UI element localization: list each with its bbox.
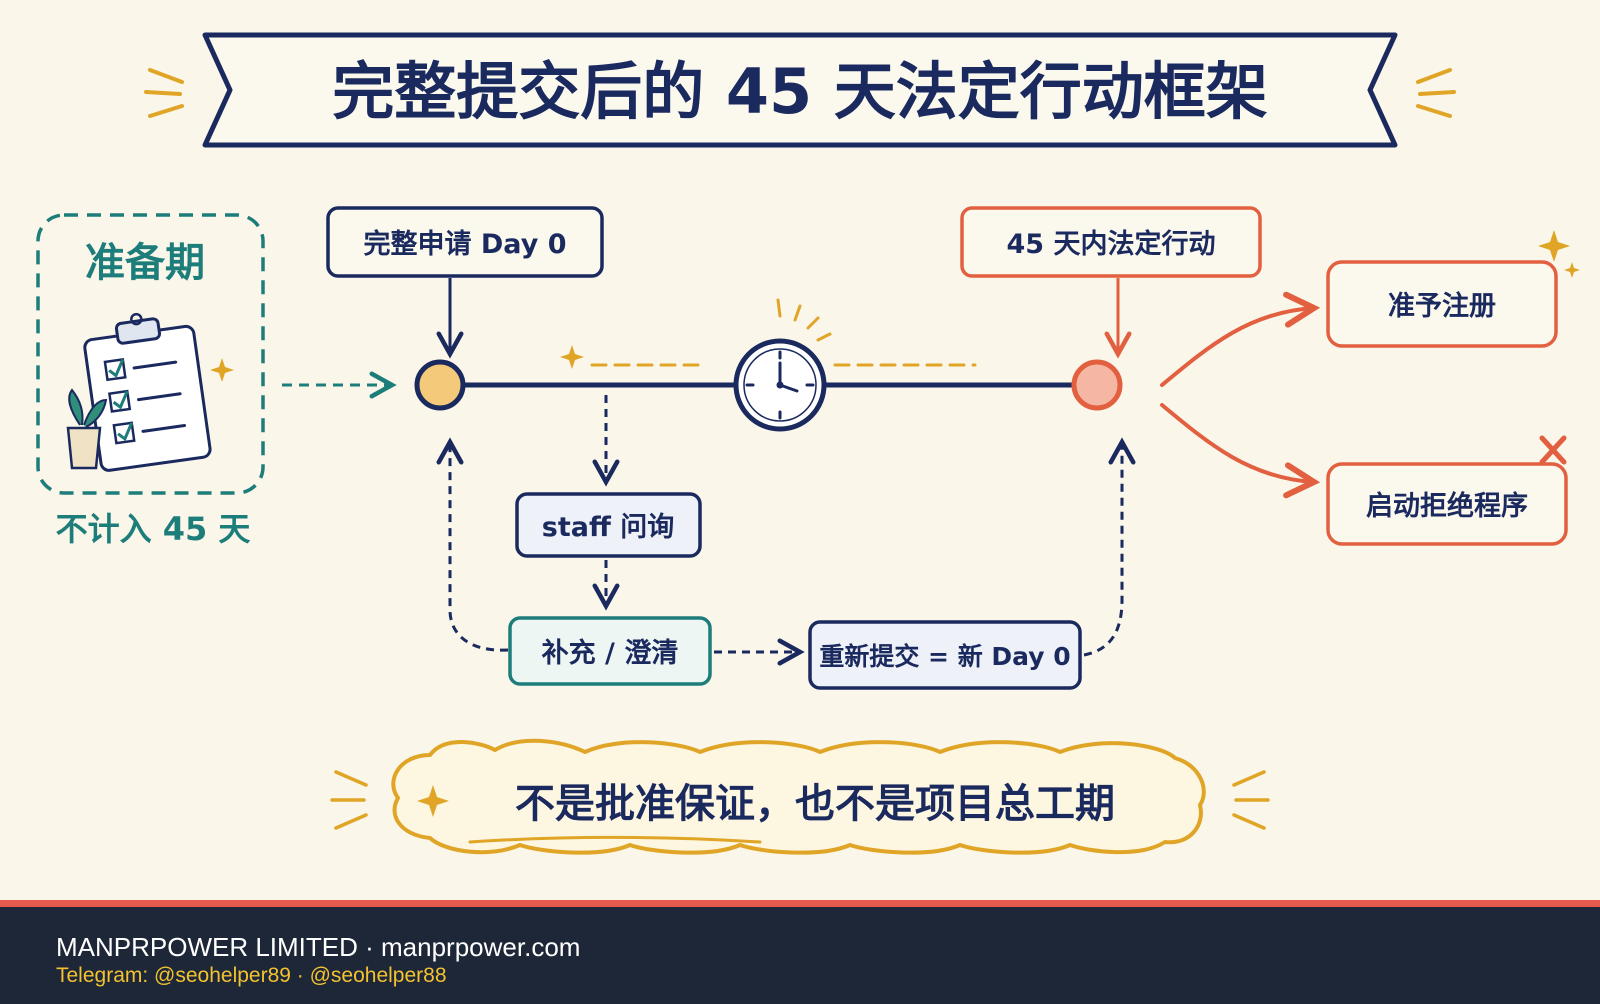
prep-stage: 准备期 xyxy=(36,213,265,548)
callout-accent-left xyxy=(330,770,368,830)
callout-underline xyxy=(468,836,762,844)
clock-icon xyxy=(733,298,832,432)
day0-label: 完整申请 Day 0 xyxy=(364,228,567,260)
supplement-label: 补充 / 澄清 xyxy=(542,637,679,669)
prep-caption: 不计入 45 天 xyxy=(56,510,251,548)
sparkle-icon xyxy=(210,358,234,382)
callout: 不是批准保证，也不是项目总工期 xyxy=(330,738,1270,855)
grant-box xyxy=(1326,260,1558,348)
footer-bar: MANPRPOWER LIMITED · manprpower.com Tele… xyxy=(0,900,1600,1004)
callout-cloud xyxy=(391,738,1206,855)
resubmit-box xyxy=(808,620,1082,690)
reject-node: 启动拒绝程序 xyxy=(1326,462,1568,546)
end-to-grant-arrow xyxy=(1160,308,1314,387)
resubmit-to-end-arrow xyxy=(1083,442,1122,657)
title-accent-left xyxy=(144,68,184,118)
staff-inquiry-node: staff 问询 xyxy=(515,492,702,558)
sparkle-icon xyxy=(417,785,449,817)
legal-action-label: 45 天内法定行动 xyxy=(1007,228,1216,260)
legal-action-node: 45 天内法定行动 xyxy=(960,206,1262,278)
staff-inquiry-label: staff 问询 xyxy=(542,512,674,543)
resubmit-node: 重新提交 = 新 Day 0 xyxy=(808,620,1082,690)
staff-inquiry-box xyxy=(515,492,702,558)
footer-company: MANPRPOWER LIMITED · manprpower.com xyxy=(56,932,581,962)
grant-node: 准予注册 xyxy=(1326,260,1558,348)
grant-label: 准予注册 xyxy=(1388,290,1496,322)
potted-plant-icon xyxy=(66,388,108,470)
day0-node: 完整申请 Day 0 xyxy=(326,206,604,278)
sparkle-icon xyxy=(1538,230,1580,278)
resubmit-label: 重新提交 = 新 Day 0 xyxy=(819,642,1070,671)
supplement-node: 补充 / 澄清 xyxy=(508,616,712,686)
day0-box xyxy=(326,206,604,278)
sparkle-icon xyxy=(560,345,584,369)
prep-label: 准备期 xyxy=(85,240,205,286)
page-title: 完整提交后的 45 天法定行动框架 xyxy=(332,55,1267,128)
callout-text: 不是批准保证，也不是项目总工期 xyxy=(515,781,1115,827)
title-accent-right xyxy=(1416,68,1456,118)
callout-accent-right xyxy=(1232,770,1270,830)
title-banner-shape xyxy=(202,32,1398,148)
supplement-box xyxy=(508,616,712,686)
end-node xyxy=(1071,359,1123,411)
footer-contacts: Telegram: @seohelper89 · @seohelper88 xyxy=(56,964,447,987)
end-to-reject-arrow xyxy=(1160,403,1314,482)
cross-icon xyxy=(1539,435,1567,465)
diagram-canvas: 完整提交后的 45 天法定行动框架 准备期 xyxy=(36,32,1580,855)
reject-label: 启动拒绝程序 xyxy=(1366,490,1528,522)
reject-box xyxy=(1326,462,1568,546)
footer-stripe xyxy=(0,900,1600,907)
legal-action-box xyxy=(960,206,1262,278)
start-node xyxy=(414,359,466,411)
supplement-to-start-arrow xyxy=(450,442,509,652)
prep-box xyxy=(36,213,265,495)
title-banner: 完整提交后的 45 天法定行动框架 xyxy=(144,32,1456,148)
clipboard-checklist-icon xyxy=(83,312,212,472)
